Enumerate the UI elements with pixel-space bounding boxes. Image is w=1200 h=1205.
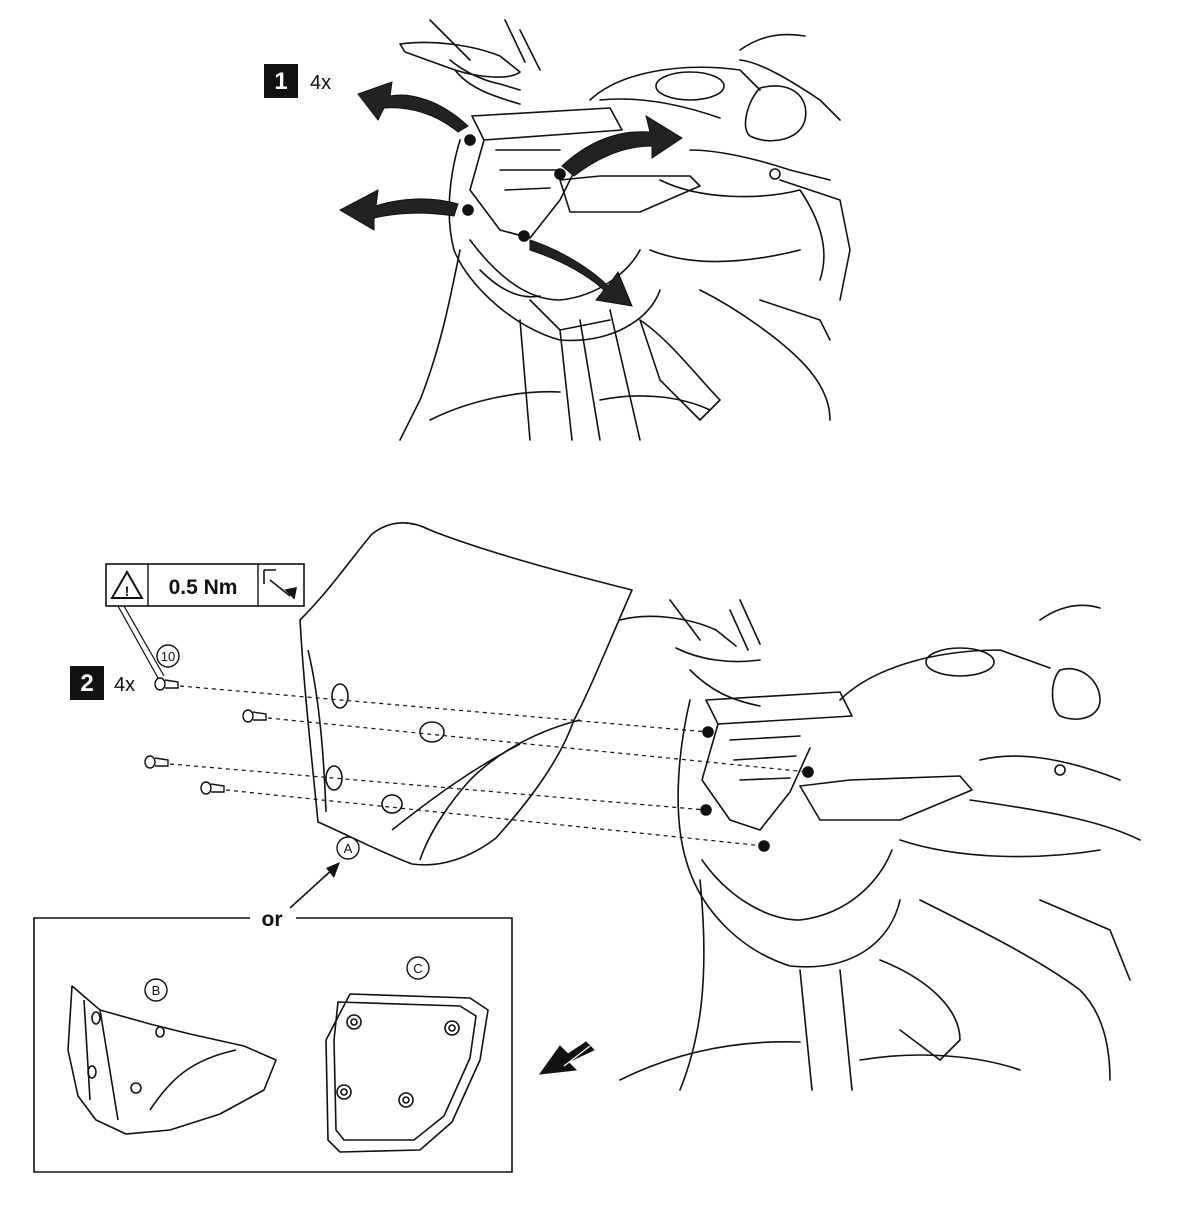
torque-spec-box: ! 0.5 Nm xyxy=(105,563,305,679)
step1-number: 1 xyxy=(274,68,287,95)
removal-arrow-icon xyxy=(338,81,683,307)
windshield-c-holes xyxy=(336,1014,460,1108)
callout-b-label: B xyxy=(152,983,161,998)
screw-2 xyxy=(242,709,267,723)
step2-badge: 2 4x xyxy=(70,666,135,700)
screw-3 xyxy=(144,755,169,769)
callout-c-label: C xyxy=(413,961,422,976)
windshield-c-illustration xyxy=(325,993,489,1153)
screw-1 xyxy=(154,677,179,691)
callout-a-label: A xyxy=(344,841,353,856)
svg-text:!: ! xyxy=(125,583,130,599)
windshield-a-illustration xyxy=(299,522,633,866)
step2-quantity: 4x xyxy=(114,674,135,696)
callout-a: A xyxy=(289,836,360,909)
torque-value: 0.5 Nm xyxy=(169,576,238,599)
step2-motorcycle-illustration xyxy=(619,599,1141,1091)
warning-triangle-icon: ! xyxy=(110,569,144,599)
step2-number: 2 xyxy=(80,670,93,697)
step2-screws xyxy=(144,677,267,795)
torque-wrench-icon xyxy=(263,569,298,600)
part-number: 10 xyxy=(161,649,175,664)
windshield-b-illustration xyxy=(67,985,277,1135)
or-label: or xyxy=(262,908,283,931)
assembly-guide-lines xyxy=(169,685,809,847)
step1-badge: 1 4x xyxy=(264,64,331,98)
alternative-windshields-box: B C xyxy=(33,917,513,1173)
assembly-direction-arrow-icon xyxy=(538,1041,595,1075)
step1-motorcycle-illustration xyxy=(399,19,851,441)
screw-4 xyxy=(200,781,225,795)
part-number-callout: 10 xyxy=(156,644,180,668)
step1-quantity: 4x xyxy=(310,72,331,94)
